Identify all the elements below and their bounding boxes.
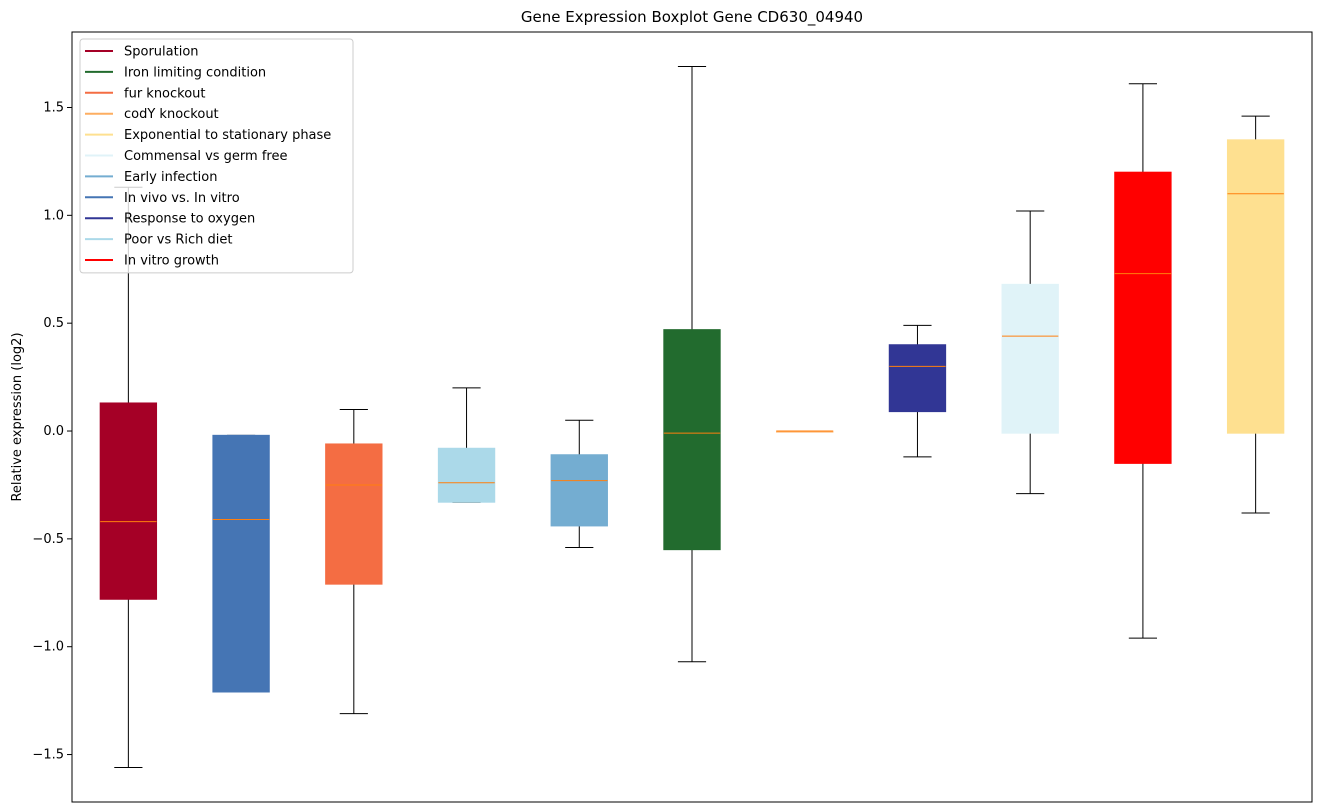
legend-label: In vivo vs. In vitro bbox=[124, 191, 240, 206]
box-8 bbox=[1001, 210, 1059, 495]
box-body bbox=[212, 434, 270, 693]
y-tick-label: 1.5 bbox=[43, 100, 64, 115]
legend-label: Exponential to stationary phase bbox=[124, 128, 331, 143]
y-tick-label: 0.0 bbox=[43, 424, 64, 439]
plot-frame bbox=[71, 31, 1313, 803]
y-tick-label: −1.0 bbox=[32, 640, 64, 655]
chart-title: Gene Expression Boxplot Gene CD630_04940 bbox=[521, 8, 863, 27]
box-5 bbox=[663, 66, 721, 663]
box-4 bbox=[550, 419, 608, 548]
legend-label: codY knockout bbox=[124, 107, 219, 122]
box-6 bbox=[776, 430, 834, 433]
box-body bbox=[437, 447, 496, 503]
legend-label: Iron limiting condition bbox=[124, 65, 266, 80]
box-9 bbox=[1114, 83, 1172, 639]
box-series bbox=[99, 66, 1285, 768]
y-tick-label: −0.5 bbox=[32, 532, 64, 547]
box-3 bbox=[437, 387, 496, 503]
y-tick-label: 0.5 bbox=[43, 316, 64, 331]
legend-label: Sporulation bbox=[124, 45, 199, 60]
box-1 bbox=[212, 434, 270, 693]
box-body bbox=[99, 402, 158, 600]
box-body bbox=[550, 454, 608, 527]
box-body bbox=[663, 329, 721, 551]
y-axis: −1.5 −1.0 −0.5 0.0 0.5 1.0 1.5 bbox=[32, 100, 72, 763]
box-0 bbox=[99, 186, 158, 768]
box-body bbox=[1114, 171, 1172, 464]
legend-label: Commensal vs germ free bbox=[124, 149, 287, 164]
box-7 bbox=[888, 324, 947, 458]
legend-label: Poor vs Rich diet bbox=[124, 233, 232, 248]
box-2 bbox=[325, 408, 383, 715]
y-tick-label: 1.0 bbox=[43, 208, 64, 223]
y-axis-label: Relative expression (log2) bbox=[10, 332, 25, 501]
box-body bbox=[888, 344, 947, 413]
legend-label: Early infection bbox=[124, 170, 217, 185]
legend-frame bbox=[79, 38, 354, 274]
legend-label: In vitro growth bbox=[124, 254, 219, 269]
box-body bbox=[325, 443, 383, 585]
legend-label: fur knockout bbox=[124, 86, 206, 101]
box-10 bbox=[1226, 115, 1285, 514]
box-body bbox=[1226, 139, 1285, 434]
box-body bbox=[1001, 283, 1059, 434]
y-tick-label: −1.5 bbox=[32, 748, 64, 763]
legend-label: Response to oxygen bbox=[124, 212, 255, 227]
